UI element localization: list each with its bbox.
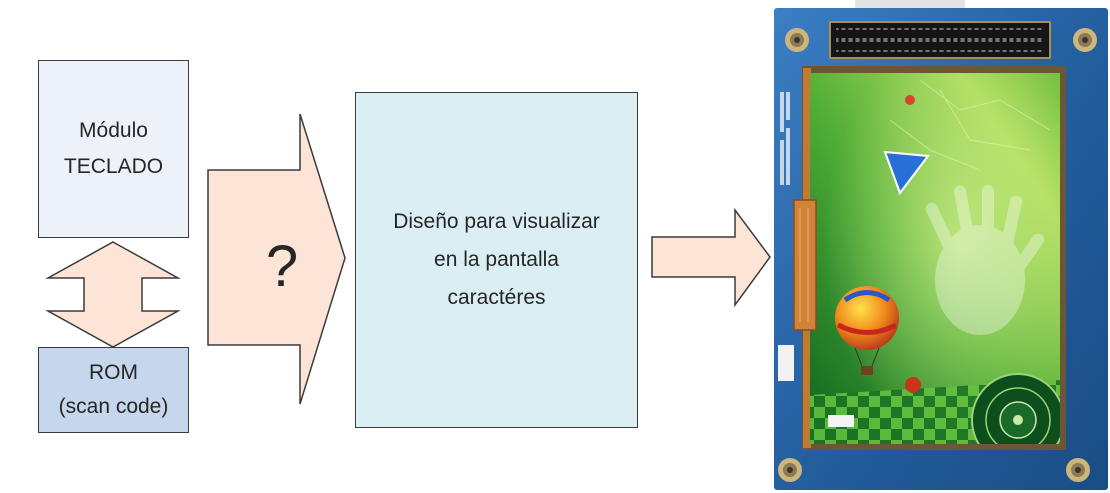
display-design-label-line3: caractéres <box>447 286 546 309</box>
rom-box: ROM (scan code) <box>38 347 189 433</box>
display-design-label-line1: Diseño para visualizar <box>393 210 600 233</box>
screw-hole-bottom-left <box>778 458 802 482</box>
silkscreen-marking <box>780 92 790 185</box>
rom-label-line2: (scan code) <box>58 395 169 418</box>
keyboard-module-label-line2: TECLADO <box>63 155 164 178</box>
lcd-screen <box>810 73 1060 444</box>
screw-hole-top-left <box>785 28 809 52</box>
unknown-stage-arrow <box>207 113 346 405</box>
map-lines <box>889 79 1051 171</box>
small-balloon-icon <box>905 95 915 105</box>
display-design-label-line2: en la pantalla <box>434 248 559 271</box>
pin-header-connector <box>829 21 1051 59</box>
screw-hole-top-right <box>1073 28 1097 52</box>
compass-dial-icon <box>971 373 1060 444</box>
display-design-box: Diseño para visualizar en la pantalla ca… <box>355 92 638 428</box>
hot-air-balloon-icon <box>835 286 899 375</box>
hand-graphic <box>925 185 1045 335</box>
bidirectional-arrow-keyboard-rom <box>45 241 181 348</box>
keyboard-module-label-line1: Módulo <box>79 119 148 142</box>
keyboard-module-box: Módulo TECLADO <box>38 60 189 238</box>
screen-logo <box>828 415 854 427</box>
rom-label-line1: ROM <box>89 361 138 384</box>
distant-balloon-icon <box>905 377 921 393</box>
output-arrow-to-display <box>651 207 771 308</box>
unknown-stage-question-mark: ? <box>266 234 298 299</box>
lcd-display-board-image <box>774 0 1108 490</box>
blue-triangle-icon <box>883 150 930 196</box>
board-logo <box>778 345 794 381</box>
screw-hole-bottom-right <box>1066 458 1090 482</box>
flex-connector <box>793 199 817 331</box>
